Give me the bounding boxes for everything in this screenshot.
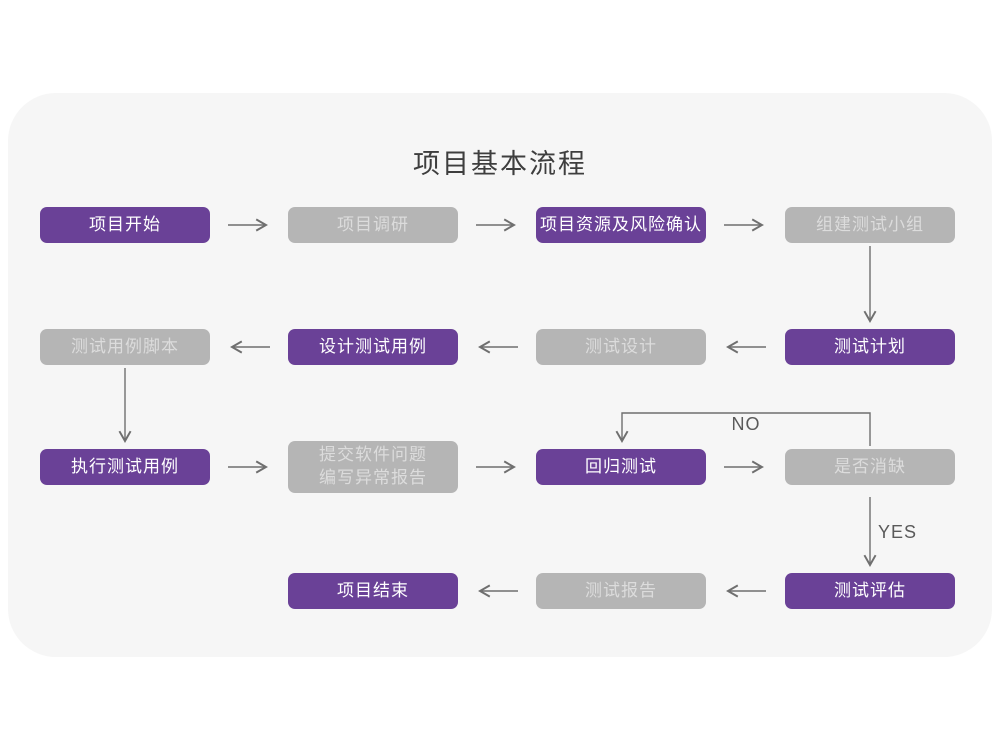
flowchart-card [8, 93, 992, 657]
node-line-2: 编写异常报告 [319, 468, 427, 487]
no-branch-label: NO [731, 414, 761, 434]
node-resource-risk-confirm: 项目资源及风险确认 [536, 207, 706, 243]
diagram-title: 项目基本流程 [413, 149, 587, 179]
node-project-research: 项目调研 [288, 207, 458, 243]
node-execute-test-case: 执行测试用例 [40, 449, 210, 485]
node-line-1: 提交软件问题 [319, 445, 427, 465]
node-test-evaluation: 测试评估 [785, 573, 955, 609]
node-test-report: 测试报告 [536, 573, 706, 609]
node-submit-issue-report: 提交软件问题 编写异常报告 [288, 441, 458, 493]
node-test-case-script: 测试用例脚本 [40, 329, 210, 365]
node-project-end: 项目结束 [288, 573, 458, 609]
node-test-plan: 测试计划 [785, 329, 955, 365]
node-build-test-team: 组建测试小组 [785, 207, 955, 243]
node-project-start: 项目开始 [40, 207, 210, 243]
node-design-test-case: 设计测试用例 [288, 329, 458, 365]
yes-branch-label: YES [878, 522, 918, 542]
node-test-design: 测试设计 [536, 329, 706, 365]
node-regression-test: 回归测试 [536, 449, 706, 485]
node-defect-resolved-check: 是否消缺 [785, 449, 955, 485]
